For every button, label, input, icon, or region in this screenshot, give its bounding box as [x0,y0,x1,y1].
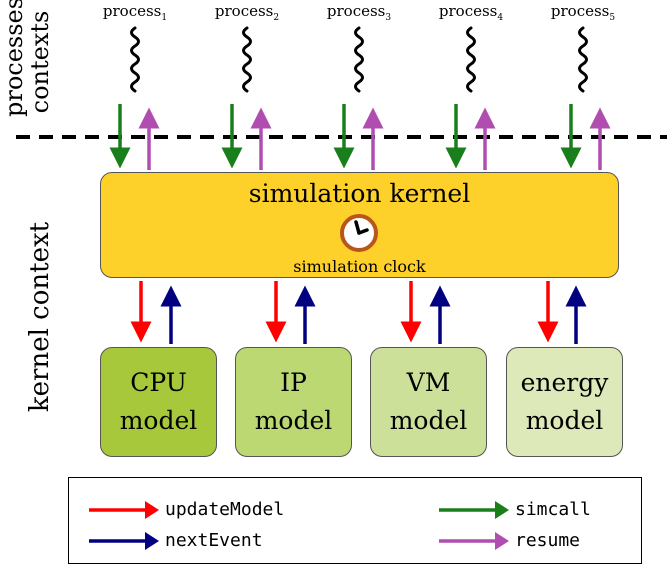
process-squiggle-5 [578,26,588,93]
process-squiggle-3 [354,26,364,93]
resume-legend-arrow [439,532,509,550]
ip-model-box: IP model [235,347,352,457]
model-line2: model [525,406,604,435]
process-name: process [438,2,498,20]
process-squiggle-2 [242,26,252,93]
clock-icon [340,214,378,252]
model-line1: energy [520,368,609,397]
legend-label-resume: resume [515,530,581,551]
simulation-kernel-box: simulation kernel simulation clock [100,172,619,278]
legend-label-simcall: simcall [515,499,591,520]
updateModel-legend-arrow [89,501,159,519]
energy-model-box: energy model [506,347,623,457]
simulation-kernel-title: simulation kernel [248,179,471,208]
cpu-model-box: CPU model [100,347,217,457]
model-line2: model [119,406,198,435]
simulation-clock-label: simulation clock [293,257,426,276]
process-index: 5 [609,13,616,23]
process-label-1: process1 [90,2,180,23]
legend-label-updateModel: updateModel [165,499,285,520]
model-line2: model [254,406,333,435]
nextEvent-legend-arrow [89,532,159,550]
simcall-legend-arrow [439,501,509,519]
process-label-2: process2 [202,2,292,23]
process-squiggle-1 [130,26,140,93]
process-name: process [214,2,274,20]
vm-model-box: VM model [370,347,487,457]
process-index: 3 [385,13,392,23]
model-line1: IP [280,368,307,397]
process-name: process [550,2,610,20]
process-index: 1 [161,13,168,23]
legend-label-nextEvent: nextEvent [165,530,263,551]
model-line1: VM [406,368,451,397]
legend: updateModel nextEvent simcall resume [68,477,642,564]
process-name: process [326,2,386,20]
process-index: 2 [273,13,280,23]
process-label-4: process4 [426,2,516,23]
process-label-5: process5 [538,2,628,23]
process-label-3: process3 [314,2,404,23]
process-squiggle-4 [466,26,476,93]
process-name: process [102,2,162,20]
process-index: 4 [497,13,504,23]
model-line1: CPU [130,368,187,397]
model-line2: model [389,406,468,435]
